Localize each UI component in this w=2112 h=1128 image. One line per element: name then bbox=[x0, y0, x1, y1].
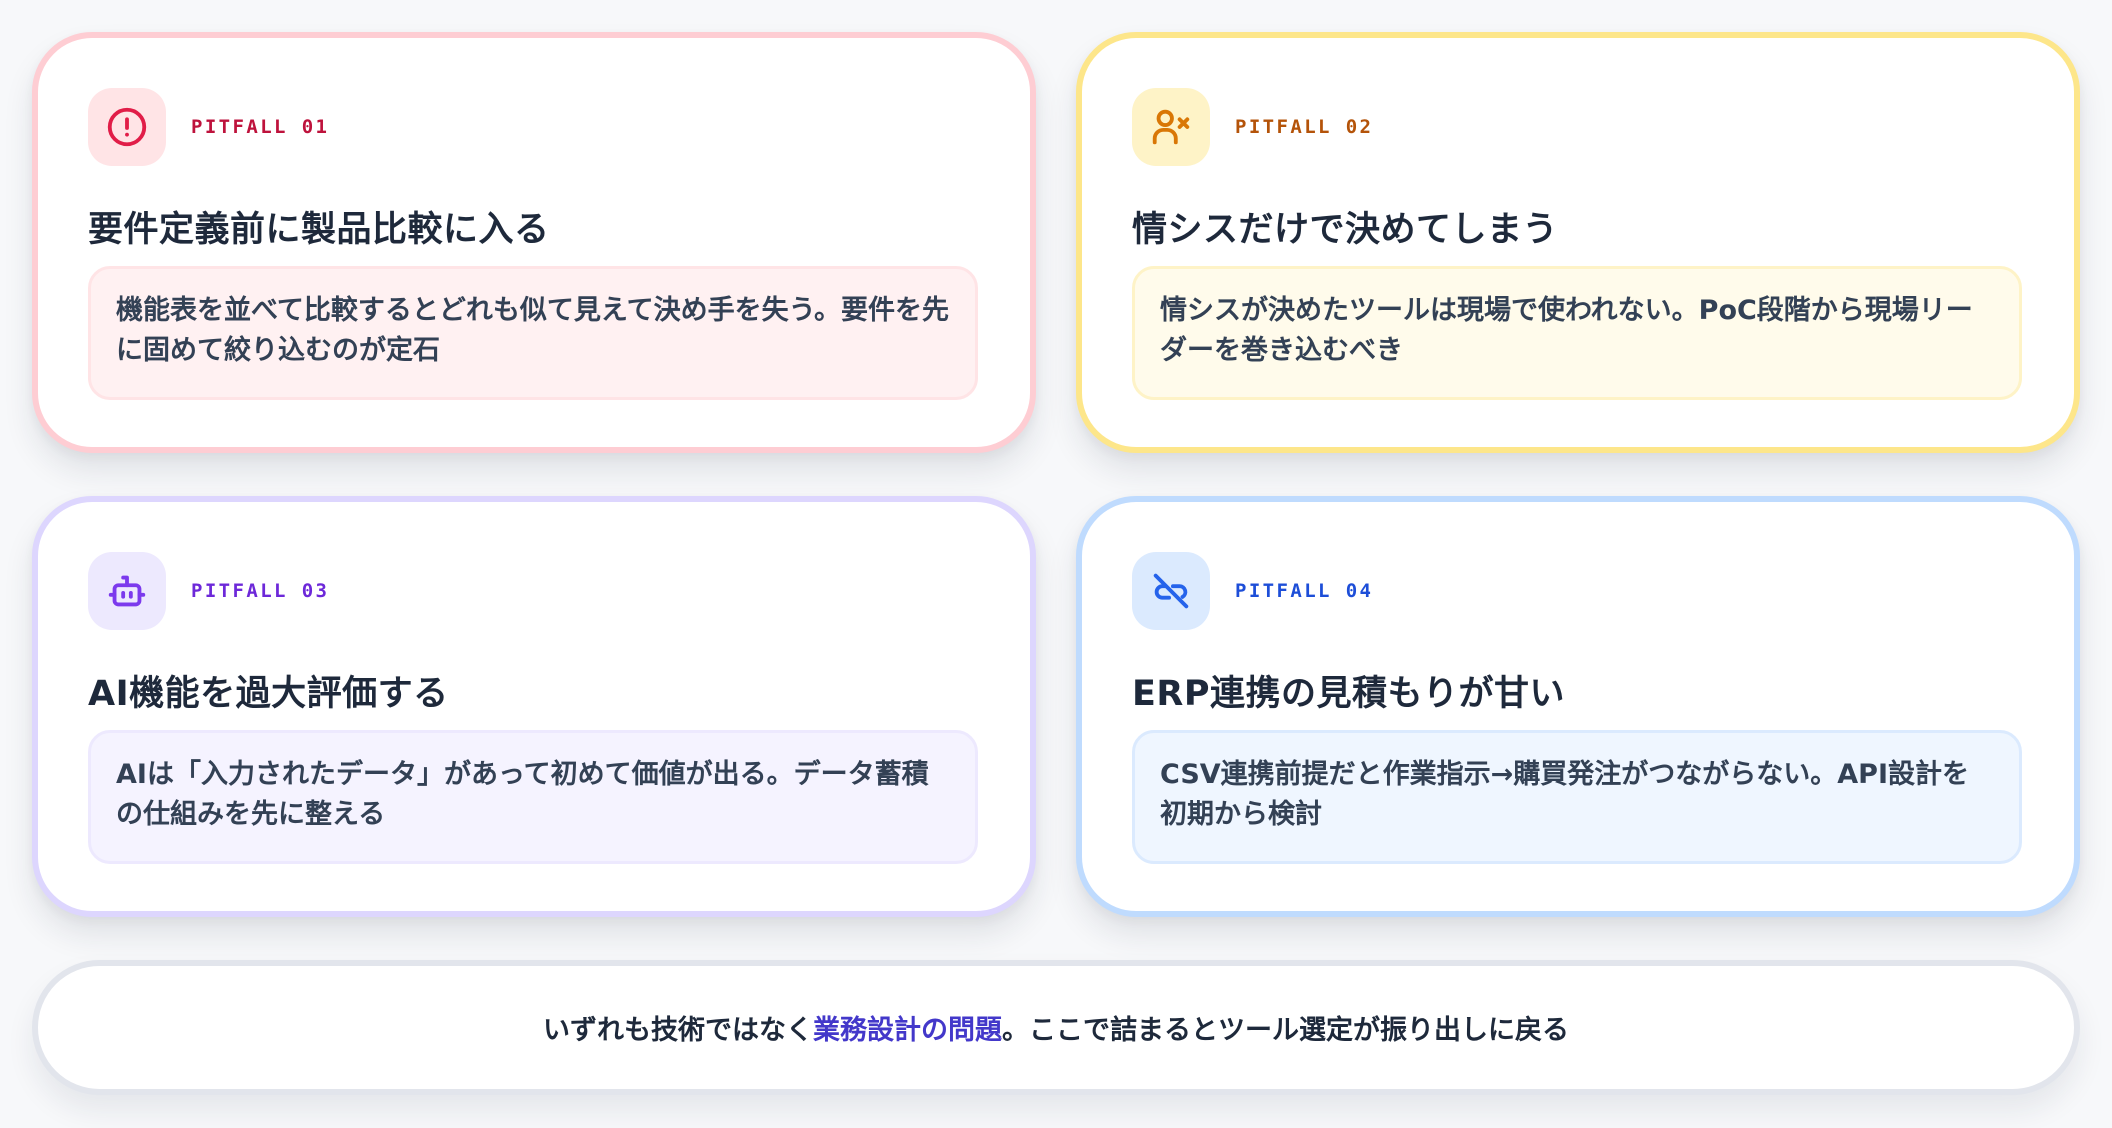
card-header: PITFALL 01 bbox=[88, 88, 329, 166]
description-text: 情シスが決めたツールは現場で使われない。PoC段階から現場リーダーを巻き込むべき bbox=[1160, 295, 1973, 366]
summary-text-before: いずれも技術ではなく bbox=[543, 1015, 813, 1046]
user-x-icon bbox=[1152, 109, 1190, 145]
description-box: 機能表を並べて比較するとどれも似て見えて決め手を失う。要件を先に固めて絞り込むの… bbox=[88, 266, 978, 400]
card-title: ERP連携の見積もりが甘い bbox=[1132, 674, 1566, 714]
pitfall-card-03: PITFALL 03 AI機能を過大評価する AIは「入力されたデータ」があって… bbox=[32, 496, 1036, 917]
pitfall-label: PITFALL 03 bbox=[191, 580, 330, 602]
description-text: 機能表を並べて比較するとどれも似て見えて決め手を失う。要件を先に固めて絞り込むの… bbox=[116, 295, 949, 366]
description-text: CSV連携前提だと作業指示→購買発注がつながらない。API設計を初期から検討 bbox=[1160, 759, 1970, 830]
unlink-icon bbox=[1153, 573, 1189, 609]
pitfall-label: PITFALL 02 bbox=[1235, 116, 1374, 138]
description-box: AIは「入力されたデータ」があって初めて価値が出る。データ蓄積の仕組みを先に整え… bbox=[88, 730, 978, 864]
icon-badge bbox=[1132, 552, 1210, 630]
summary-text-after: 。ここで詰まるとツール選定が振り出しに戻る bbox=[1002, 1015, 1569, 1046]
icon-badge bbox=[1132, 88, 1210, 166]
icon-badge bbox=[88, 552, 166, 630]
card-header: PITFALL 04 bbox=[1132, 552, 1373, 630]
card-header: PITFALL 03 bbox=[88, 552, 329, 630]
pitfall-label: PITFALL 04 bbox=[1235, 580, 1374, 602]
pitfall-card-02: PITFALL 02 情シスだけで決めてしまう 情シスが決めたツールは現場で使わ… bbox=[1076, 32, 2080, 453]
card-title: 要件定義前に製品比較に入る bbox=[88, 210, 550, 250]
pitfall-card-01: PITFALL 01 要件定義前に製品比較に入る 機能表を並べて比較するとどれも… bbox=[32, 32, 1036, 453]
card-header: PITFALL 02 bbox=[1132, 88, 1373, 166]
summary-text: いずれも技術ではなく業務設計の問題。ここで詰まるとツール選定が振り出しに戻る bbox=[543, 1008, 1569, 1047]
description-box: 情シスが決めたツールは現場で使われない。PoC段階から現場リーダーを巻き込むべき bbox=[1132, 266, 2022, 400]
card-title: 情シスだけで決めてしまう bbox=[1132, 210, 1559, 250]
summary-banner: いずれも技術ではなく業務設計の問題。ここで詰まるとツール選定が振り出しに戻る bbox=[32, 960, 2080, 1095]
alert-circle-icon bbox=[107, 107, 147, 147]
pitfall-label: PITFALL 01 bbox=[191, 116, 330, 138]
card-title: AI機能を過大評価する bbox=[88, 674, 449, 714]
pitfall-card-04: PITFALL 04 ERP連携の見積もりが甘い CSV連携前提だと作業指示→購… bbox=[1076, 496, 2080, 917]
robot-icon bbox=[108, 575, 146, 607]
icon-badge bbox=[88, 88, 166, 166]
description-box: CSV連携前提だと作業指示→購買発注がつながらない。API設計を初期から検討 bbox=[1132, 730, 2022, 864]
description-text: AIは「入力されたデータ」があって初めて価値が出る。データ蓄積の仕組みを先に整え… bbox=[116, 759, 929, 830]
summary-highlight: 業務設計の問題 bbox=[813, 1015, 1002, 1046]
